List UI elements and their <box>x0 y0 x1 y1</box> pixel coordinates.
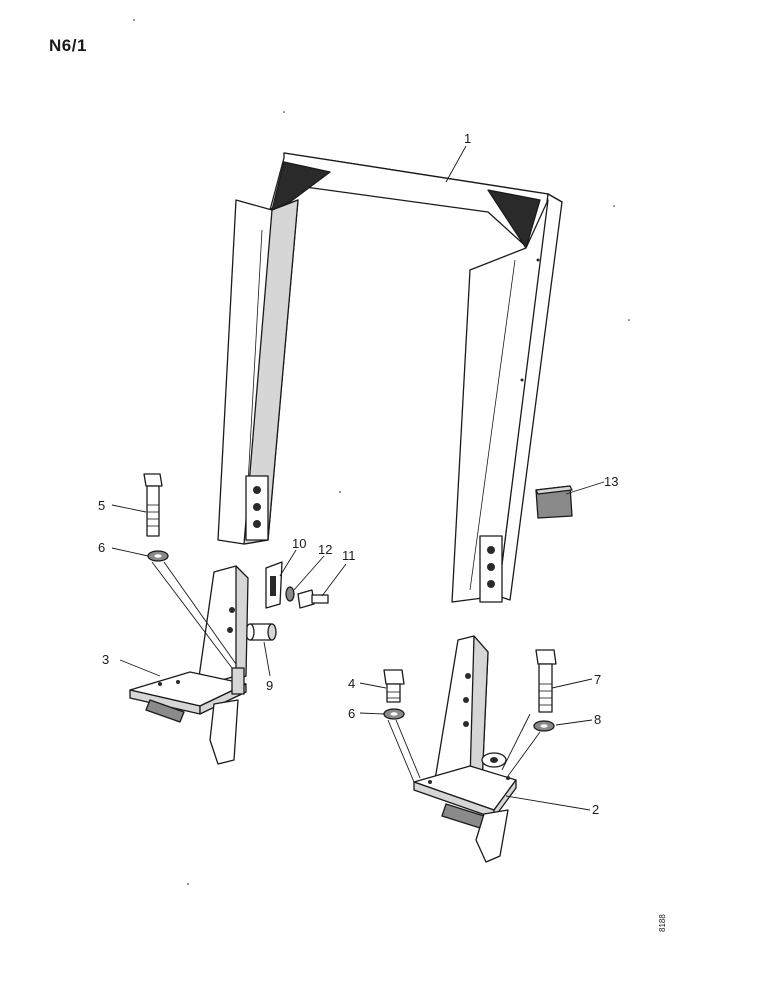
callout-11: 11 <box>342 548 356 563</box>
callout-4: 4 <box>348 676 355 691</box>
plate-part-10 <box>265 561 283 609</box>
callout-5: 5 <box>98 498 105 513</box>
bolt-part-11 <box>297 589 329 609</box>
callout-3: 3 <box>102 652 109 667</box>
callout-12: 12 <box>318 542 332 557</box>
callout-leaders <box>111 145 605 811</box>
callout-10: 10 <box>292 536 306 551</box>
washer-part-12 <box>285 586 295 602</box>
pad-part-13 <box>535 485 573 519</box>
page-code: N6/1 <box>49 36 87 55</box>
callout-8: 8 <box>594 712 601 727</box>
washer-part-6-left <box>147 550 169 562</box>
callout-9: 9 <box>266 678 273 693</box>
bolt-part-4 <box>383 669 405 703</box>
callout-6-right: 6 <box>348 706 355 721</box>
bracket-part-2 <box>413 635 517 863</box>
bolt-part-7 <box>535 649 557 713</box>
assembly-guide-lines <box>151 561 541 783</box>
frame-part-1 <box>217 152 563 603</box>
bracket-part-3 <box>129 565 249 765</box>
reference-code: 8188 <box>658 914 667 932</box>
callout-7: 7 <box>594 672 601 687</box>
callout-6-left: 6 <box>98 540 105 555</box>
washer-part-8 <box>533 720 555 732</box>
callout-2: 2 <box>592 802 599 817</box>
washer-part-6-right <box>383 708 405 720</box>
bolt-part-5 <box>143 473 163 537</box>
callout-1: 1 <box>464 131 471 146</box>
callout-13: 13 <box>604 474 618 489</box>
pin-part-9 <box>245 623 277 641</box>
